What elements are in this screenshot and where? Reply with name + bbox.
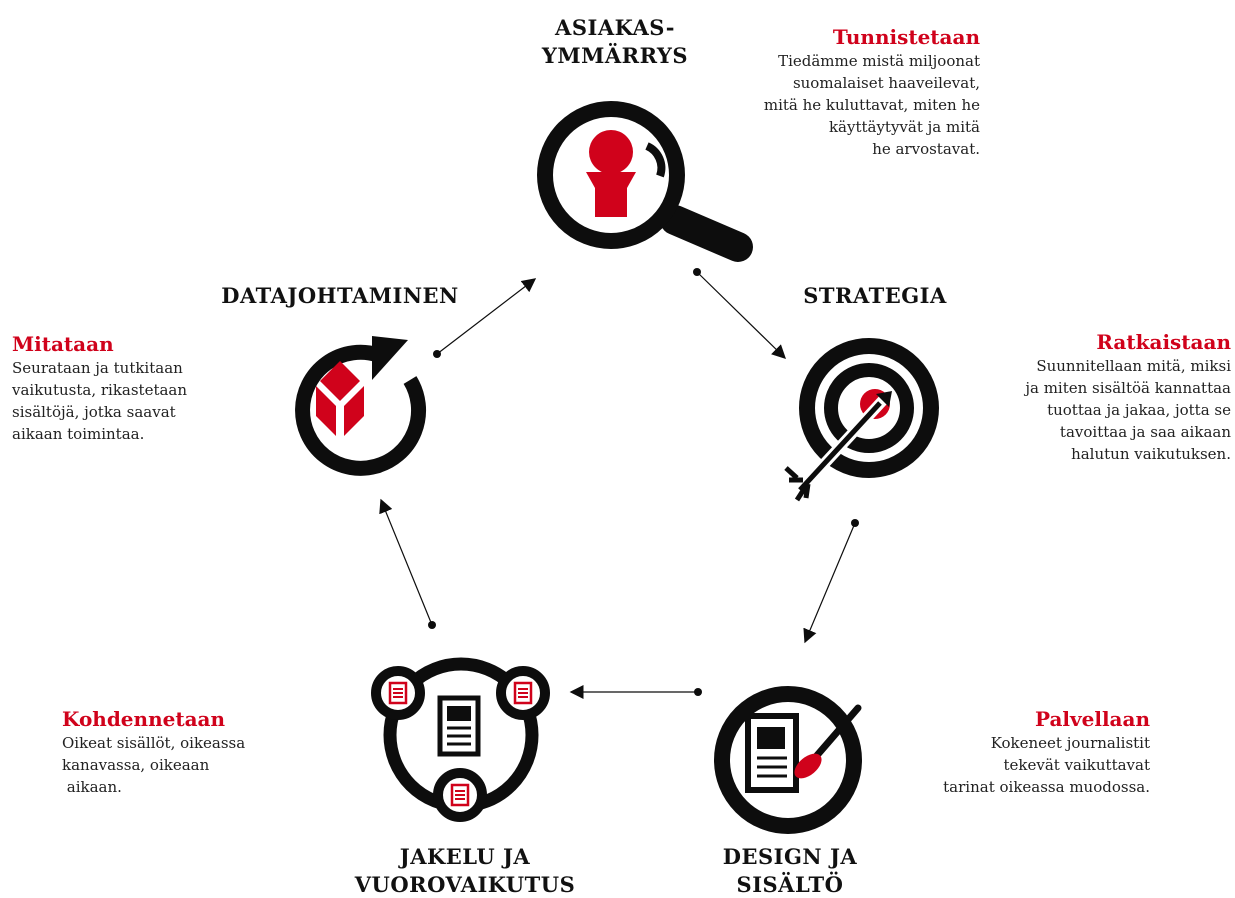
stage-title-jakelu: JAKELU JA VUOROVAIKUTUS (340, 843, 590, 898)
title-line: YMMÄRRYS (541, 43, 689, 68)
connector-data-to-asiakas (433, 278, 537, 358)
stage-heading-strategia: Ratkaistaan (1096, 330, 1231, 354)
title-line: ASIAKAS- (555, 15, 675, 40)
title-line: DESIGN JA (722, 844, 858, 869)
description-line: mitä he kuluttavat, miten he (763, 96, 980, 114)
description-line: suomalaiset haaveilevat, (792, 74, 980, 92)
magnifier-person-icon (537, 101, 753, 262)
cycle-cube-icon (295, 336, 427, 476)
title-line: JAKELU JA (399, 844, 531, 869)
title-line: VUOROVAIKUTUS (354, 872, 576, 897)
stage-title-design: DESIGN JA SISÄLTÖ (695, 843, 885, 898)
description-line: aikaan. (62, 778, 122, 796)
document-brush-icon (714, 686, 862, 834)
stage-description-design: Palvellaan Kokeneet journalistit tekevät… (905, 706, 1150, 798)
title-line: STRATEGIA (803, 283, 947, 308)
description-line: kanavassa, oikeaan (62, 756, 210, 774)
description-line: käyttäytyvät ja mitä (828, 118, 980, 136)
connector-jakelu-to-data (379, 498, 436, 629)
stage-heading-jakelu: Kohdennetaan (62, 707, 226, 731)
description-line: Oikeat sisällöt, oikeassa (62, 734, 246, 752)
description-line: tekevät vaikuttavat (1003, 756, 1151, 774)
stage-heading-asiakas: Tunnistetaan (832, 25, 980, 49)
stage-description-strategia: Ratkaistaan Suunnitellaan mitä, miksi ja… (935, 329, 1231, 465)
description-line: sisältöjä, jotka saavat (12, 403, 176, 421)
description-line: aikaan toimintaa. (12, 425, 145, 443)
description-line: ja miten sisältöä kannattaa (1025, 379, 1231, 397)
description-line: tuottaa ja jakaa, jotta se (1047, 401, 1231, 419)
connector-asiakas-to-strategia (693, 268, 787, 359)
description-line: tavoittaa ja saa aikaan (1059, 423, 1231, 441)
description-line: Suunnitellaan mitä, miksi (1036, 357, 1231, 375)
stage-title-strategia: STRATEGIA (785, 282, 965, 310)
cycle-connectors (379, 268, 859, 699)
description-line: tarinat oikeassa muodossa. (943, 778, 1150, 796)
description-line: Tiedämme mistä miljoonat (778, 52, 980, 70)
target-arrow-icon (784, 338, 939, 502)
description-line: halutun vaikutuksen. (1071, 445, 1231, 463)
title-line: SISÄLTÖ (736, 872, 844, 897)
stage-description-asiakas: Tunnistetaan Tiedämme mistä miljoonat su… (700, 24, 980, 160)
stage-title-data: DATAJOHTAMINEN (200, 282, 480, 310)
connector-design-to-jakelu (569, 685, 702, 699)
description-line: vaikutusta, rikastetaan (12, 381, 188, 399)
description-line: Seurataan ja tutkitaan (12, 359, 183, 377)
stage-heading-data: Mitataan (12, 332, 114, 356)
stage-heading-design: Palvellaan (1034, 707, 1150, 731)
title-line: DATAJOHTAMINEN (221, 283, 459, 308)
distribution-network-icon (371, 657, 550, 822)
stage-description-data: Mitataan Seurataan ja tutkitaan vaikutus… (12, 331, 252, 445)
description-line: Kokeneet journalistit (990, 734, 1150, 752)
connector-strategia-to-design (803, 519, 859, 644)
stage-description-jakelu: Kohdennetaan Oikeat sisällöt, oikeassa k… (62, 706, 312, 798)
description-line: he arvostavat. (872, 140, 980, 158)
stage-title-asiakas: ASIAKAS- YMMÄRRYS (525, 14, 705, 70)
